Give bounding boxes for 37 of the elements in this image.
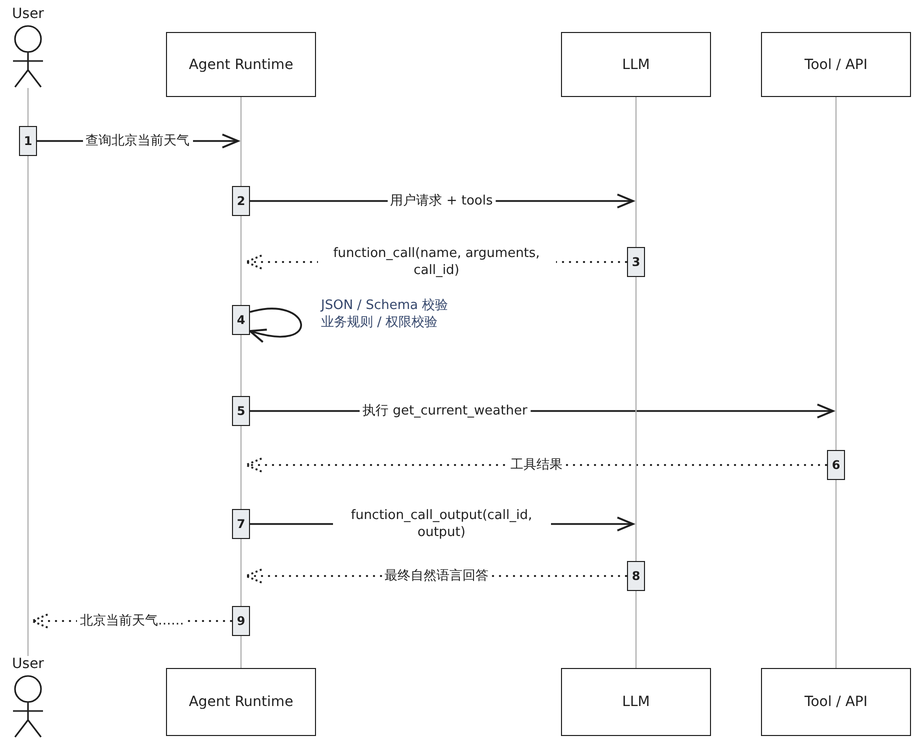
lifeline xyxy=(240,426,242,509)
actor-label: User xyxy=(12,656,44,672)
lifeline xyxy=(835,97,837,450)
lifeline xyxy=(27,156,29,656)
lifeline xyxy=(240,539,242,606)
participant-box: Tool / API xyxy=(761,668,911,736)
lifeline xyxy=(240,216,242,305)
activation-bar: 9 xyxy=(232,606,250,636)
lifeline xyxy=(240,97,242,186)
message-label: function_call(name, arguments, call_id) xyxy=(318,245,556,279)
lifeline xyxy=(635,97,637,247)
lifeline xyxy=(635,591,637,668)
lifeline xyxy=(240,335,242,396)
lifeline xyxy=(240,636,242,668)
activation-bar: 4 xyxy=(232,305,250,335)
participant-box: Agent Runtime xyxy=(166,668,316,736)
message-label: 用户请求 + tools xyxy=(387,192,496,210)
participant-box: Agent Runtime xyxy=(166,32,316,97)
lifeline xyxy=(835,480,837,668)
actor-label: User xyxy=(12,6,44,22)
message-label: 查询北京当前天气 xyxy=(82,132,192,150)
participant-box: Tool / API xyxy=(761,32,911,97)
participant-box: LLM xyxy=(561,668,711,736)
dashed-arrow xyxy=(245,458,827,472)
message-label: 执行 get_current_weather xyxy=(360,402,530,420)
activation-bar: 1 xyxy=(19,126,37,156)
activation-bar: 5 xyxy=(232,396,250,426)
activation-bar: 6 xyxy=(827,450,845,480)
lifeline xyxy=(27,88,29,126)
activation-bar: 3 xyxy=(627,247,645,277)
lifeline xyxy=(635,277,637,561)
activation-bar: 7 xyxy=(232,509,250,539)
self-loop-arrow xyxy=(249,308,302,342)
message-label: function_call_output(call_id, output) xyxy=(332,507,550,541)
activation-bar: 2 xyxy=(232,186,250,216)
participant-box: LLM xyxy=(561,32,711,97)
activation-bar: 8 xyxy=(627,561,645,591)
